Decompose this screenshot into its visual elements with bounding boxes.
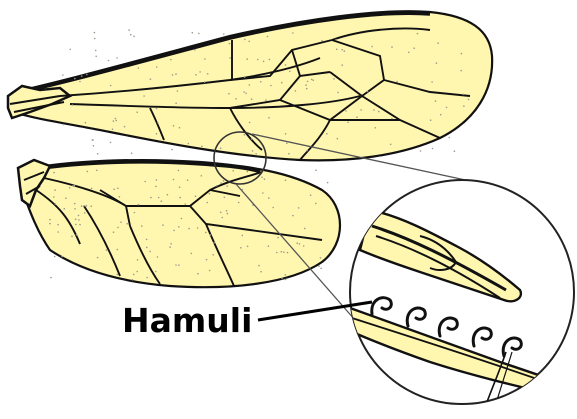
magnifier [348, 180, 577, 410]
hindwing [18, 160, 340, 287]
forewing [8, 11, 492, 160]
hamuli-label: Hamuli [122, 301, 252, 340]
